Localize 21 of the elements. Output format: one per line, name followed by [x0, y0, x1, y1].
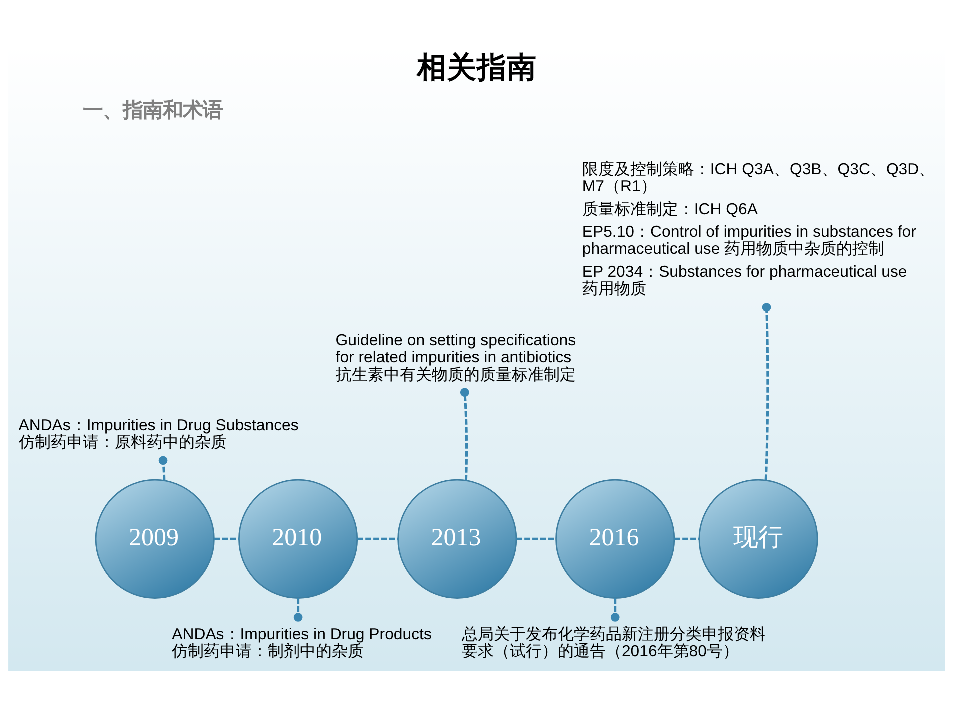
node-text: ANDAs：Impurities in Drug Substances 仿制药申请：原料药中的杂质 — [18, 416, 299, 451]
node-text: ANDAs：Impurities in Drug Products 仿制药申请：制剂中的杂质 — [172, 626, 432, 660]
node-circle: 2010 — [238, 478, 358, 598]
connector — [516, 537, 556, 540]
connector — [762, 302, 772, 480]
node-text: 总局关于发布化学药品新注册分类申报资料要求（试行）的通告（2016年第80号） — [462, 626, 766, 660]
connector — [214, 537, 239, 540]
connector — [610, 598, 620, 622]
diagram-title: 相关指南 — [416, 51, 537, 84]
connector — [158, 456, 168, 480]
node-text: 限度及控制策略：ICH Q3A、Q3B、Q3C、Q3D、M7（R1） 质量标准制定：ICH Q6A EP5.10：Control of impurities in substances for pharmaceutical use 药用物质中杂质的控制 EP 2034：Substances for pharmaceutical use 药用物质 — [582, 161, 936, 298]
node-text: Guideline on setting specifications for related impurities in antibiotics 抗生素中有关物质的质量标准制定 — [336, 332, 576, 384]
node-circle: 2016 — [556, 478, 676, 598]
connector — [294, 598, 303, 622]
node-circle: 2013 — [398, 478, 518, 598]
connector — [460, 388, 470, 480]
connector — [358, 537, 398, 540]
node-circle: 2009 — [95, 478, 215, 598]
label: 一、指南和术语 — [82, 98, 223, 122]
connector — [674, 537, 700, 540]
node-circle: 现行 — [698, 478, 818, 598]
